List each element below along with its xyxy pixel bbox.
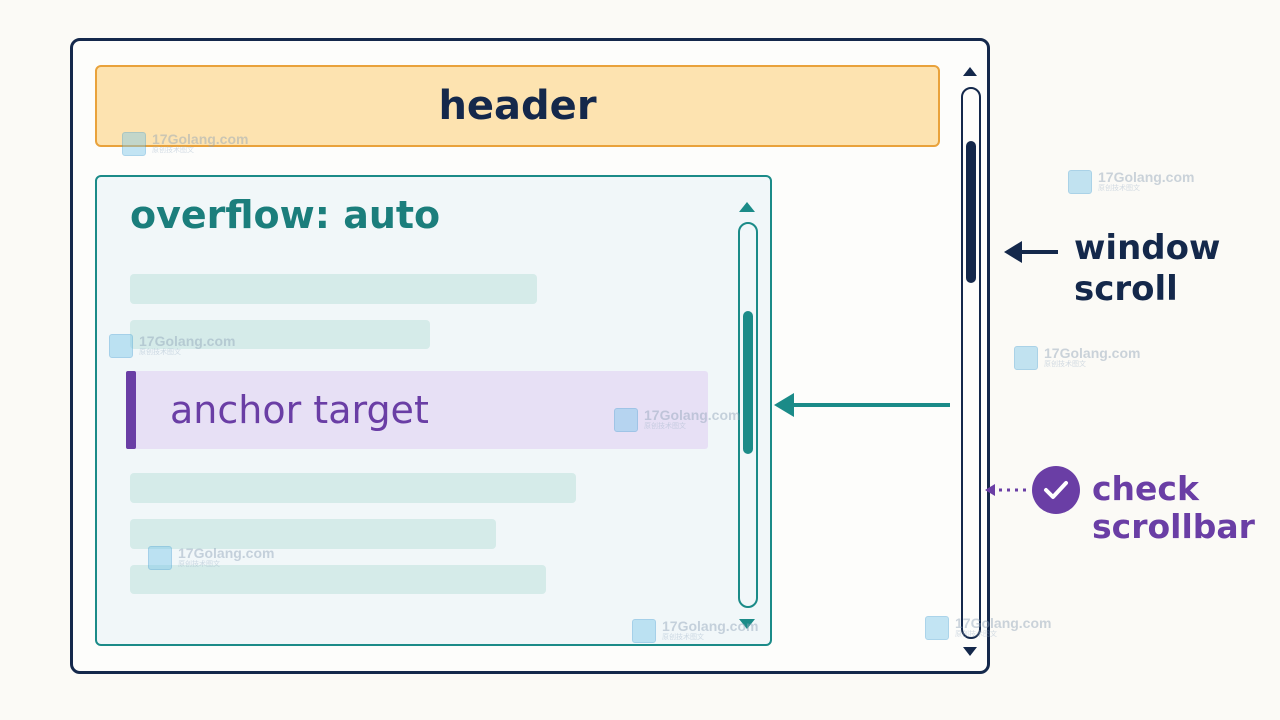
watermark-text: 17Golang.com [139, 333, 236, 349]
inner-scrollbar-track[interactable] [738, 222, 758, 608]
watermark-logo-icon [1014, 346, 1038, 370]
anchor-target-row [126, 371, 708, 449]
watermark-subtext: 原创技术图文 [178, 561, 220, 568]
watermark-subtext: 原创技术图文 [1098, 185, 1140, 192]
panel-title: overflow: auto [130, 193, 441, 237]
window-scroll-label: window scroll [1074, 228, 1220, 310]
content-placeholder-line [130, 473, 576, 503]
watermark-logo-icon [122, 132, 146, 156]
watermark-logo-icon [109, 334, 133, 358]
watermark-text: 17Golang.com [152, 131, 249, 147]
arrow-left-icon [774, 393, 950, 417]
dotted-arrow-left-icon [985, 484, 1026, 496]
content-placeholder-line [130, 274, 537, 304]
watermark-subtext: 原创技术图文 [644, 423, 686, 430]
watermark-text: 17Golang.com [662, 618, 759, 634]
check-scrollbar-label-line1: check [1092, 469, 1199, 508]
anchor-target-label: anchor target [170, 388, 429, 432]
watermark-subtext: 原创技术图文 [152, 147, 194, 154]
window-scroll-label-line1: window [1074, 228, 1221, 268]
arrow-left-icon [1004, 241, 1058, 263]
page-header: header [95, 65, 940, 147]
scroll-up-arrow-icon[interactable] [739, 202, 755, 212]
watermark-text: 17Golang.com [1044, 345, 1141, 361]
anchor-accent-bar [126, 371, 136, 449]
window-scroll-label-line2: scroll [1074, 269, 1178, 309]
scroll-up-arrow-icon[interactable] [963, 67, 977, 76]
content-placeholder-line [130, 519, 496, 549]
content-placeholder-line [130, 565, 546, 594]
check-circle-icon [1032, 466, 1080, 514]
watermark-text: 17Golang.com [1098, 169, 1195, 185]
scroll-down-arrow-icon[interactable] [739, 619, 755, 629]
watermark-text: 17Golang.com [955, 615, 1052, 631]
watermark-subtext: 原创技术图文 [1044, 361, 1086, 368]
inner-scrollbar-thumb[interactable] [743, 311, 753, 454]
watermark-text: 17Golang.com [178, 545, 275, 561]
watermark-subtext: 原创技术图文 [662, 634, 704, 641]
watermark-logo-icon [632, 619, 656, 643]
watermark-subtext: 原创技术图文 [139, 349, 181, 356]
watermark-logo-icon [614, 408, 638, 432]
check-scrollbar-label: check scrollbar [1092, 470, 1255, 546]
watermark-text: 17Golang.com [644, 407, 741, 423]
window-scrollbar-thumb[interactable] [966, 141, 976, 283]
watermark-logo-icon [1068, 170, 1092, 194]
watermark-logo-icon [148, 546, 172, 570]
watermark-subtext: 原创技术图文 [955, 631, 997, 638]
window-scrollbar-track[interactable] [961, 87, 981, 639]
scroll-down-arrow-icon[interactable] [963, 647, 977, 656]
check-scrollbar-label-line2: scrollbar [1092, 507, 1255, 546]
content-placeholder-line [130, 320, 430, 349]
watermark-logo-icon [925, 616, 949, 640]
